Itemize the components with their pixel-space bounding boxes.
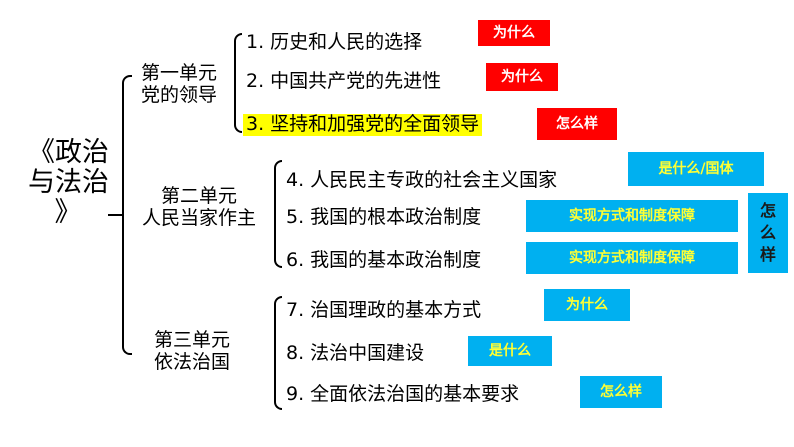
item-8: 8. 法治中国建设 xyxy=(286,342,425,364)
item-5-tag: 实现方式和制度保障 xyxy=(526,200,738,232)
unit-3-subtitle: 依法治国 xyxy=(153,351,230,373)
diagram-title: 《政治 与法治 》 xyxy=(28,137,109,228)
unit-2-label: 第二单元 人民当家作主 xyxy=(126,185,272,229)
unit-2-brace xyxy=(274,160,282,268)
item-1: 1. 历史和人民的选择 xyxy=(246,31,423,53)
unit-1-brace xyxy=(234,33,242,133)
item-7-tag: 为什么 xyxy=(544,289,630,321)
item-9-tag: 怎么样 xyxy=(580,376,662,408)
title-line-1: 《政治 xyxy=(28,137,109,168)
unit-1-subtitle: 党的领导 xyxy=(140,84,217,106)
unit-3-name: 第三单元 xyxy=(153,329,230,351)
unit-2-name: 第二单元 xyxy=(160,185,237,207)
item-4-tag: 是什么/国体 xyxy=(628,152,764,186)
item-3-tag: 怎么样 xyxy=(537,108,617,140)
unit-3-label: 第三单元 依法治国 xyxy=(140,329,244,373)
side-tag-how: 怎 么 样 xyxy=(748,193,788,273)
item-3: 3. 坚持和加强党的全面领导 xyxy=(243,114,483,136)
item-6: 6. 我国的基本政治制度 xyxy=(286,249,482,271)
main-brace-tick xyxy=(108,214,124,216)
item-5: 5. 我国的根本政治制度 xyxy=(286,206,482,228)
item-6-tag: 实现方式和制度保障 xyxy=(526,242,738,274)
unit-1-label: 第一单元 党的领导 xyxy=(128,62,230,106)
unit-1-name: 第一单元 xyxy=(140,62,217,84)
side-tag-char-2: 么 xyxy=(759,223,776,242)
title-line-3: 》 xyxy=(54,197,82,228)
side-tag-char-1: 怎 xyxy=(759,201,776,220)
unit-2-subtitle: 人民当家作主 xyxy=(141,207,256,229)
item-4: 4. 人民民主专政的社会主义国家 xyxy=(286,169,558,191)
side-tag-char-3: 样 xyxy=(759,245,776,264)
item-2: 2. 中国共产党的先进性 xyxy=(246,70,442,92)
item-8-tag: 是什么 xyxy=(468,336,552,366)
item-2-tag: 为什么 xyxy=(486,63,558,91)
unit-3-brace xyxy=(274,296,282,410)
item-1-tag: 为什么 xyxy=(478,20,550,46)
item-7: 7. 治国理政的基本方式 xyxy=(286,299,482,321)
item-9: 9. 全面依法治国的基本要求 xyxy=(286,383,520,405)
title-line-2: 与法治 xyxy=(28,167,109,198)
